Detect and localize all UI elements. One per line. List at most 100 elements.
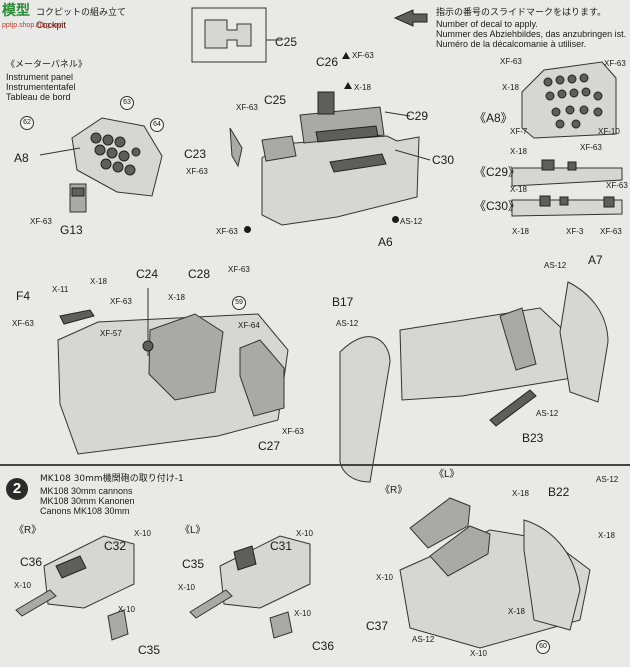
cannon-r-body <box>43 535 135 609</box>
part-a7 <box>559 281 609 403</box>
sublabel-c29: 《C29》 <box>474 165 521 179</box>
paint-x18-c30: X-18 <box>510 185 527 194</box>
cannon-l-body <box>219 535 311 609</box>
paint-x10-c35: X-10 <box>118 605 135 614</box>
c25-detail-frame <box>191 7 267 63</box>
cannon-l-barrel <box>189 589 233 619</box>
label-c36-l: C36 <box>312 639 335 653</box>
cannon-l-installed <box>429 525 491 577</box>
paint-x10-c31: X-10 <box>296 529 313 538</box>
label-c24: C24 <box>136 267 159 281</box>
paint-x18-b22: X-18 <box>512 489 529 498</box>
subfig-l-assembly: 《L》 <box>434 469 460 480</box>
c29-detail <box>511 167 623 187</box>
watermark-url: pptjp.shop.zdrg.com <box>2 22 66 29</box>
seat-c28 <box>148 313 224 401</box>
decal-64: 64 <box>150 118 164 132</box>
decal-legend-en: Number of decal to apply. <box>436 19 538 29</box>
part-c36-l <box>269 611 293 639</box>
paint-as12-a6: AS-12 <box>400 217 423 226</box>
cockpit-assembly-right <box>399 307 573 401</box>
label-f4: F4 <box>16 289 31 303</box>
paint-xf63-c27: XF-63 <box>282 427 304 436</box>
panel-title-de: Instrumententafel <box>6 82 76 92</box>
paint-marker-icon <box>344 82 352 89</box>
panel-b17 <box>339 336 391 483</box>
step-2-number: 2 <box>6 478 28 500</box>
paint-xf64: XF-64 <box>238 321 260 330</box>
paint-x10-assy: X-10 <box>376 573 393 582</box>
paint-xf63-lower: XF-63 <box>110 297 132 306</box>
paint-as12-b23: AS-12 <box>536 409 559 418</box>
paint-xf63-c30: XF-63 <box>606 181 628 190</box>
label-b23: B23 <box>522 431 544 445</box>
paint-xf63-c23: XF-63 <box>186 167 208 176</box>
decal-legend-de: Nummer des Abziehbildes, das anzubringen… <box>436 29 627 39</box>
label-b17: B17 <box>332 295 354 309</box>
paint-x18-c30b: X-18 <box>512 227 529 236</box>
decal-legend-fr: Numéro de la décalcomanie à utiliser. <box>436 39 587 49</box>
label-a7: A7 <box>588 253 603 267</box>
step1-header-jp: コクピットの組み立て <box>36 8 127 18</box>
label-c29: C29 <box>406 109 429 123</box>
step1-header-en: Cockpit <box>36 20 67 30</box>
label-c25: C25 <box>264 93 287 107</box>
part-c35-r <box>107 609 129 641</box>
panel-a8-dials <box>543 73 603 129</box>
decal-legend-jp: 指示の番号のスライドマークをはります。 <box>436 8 607 18</box>
part-b23 <box>489 389 537 427</box>
paint-as12-b22: AS-12 <box>596 475 619 484</box>
paint-as12-a7: AS-12 <box>544 261 567 270</box>
paint-x18-f4: X-18 <box>90 277 107 286</box>
decal-62: 62 <box>20 116 34 130</box>
subfig-r: 《R》 <box>14 525 42 536</box>
label-a6: A6 <box>378 235 393 249</box>
step2-title-en: MK108 30mm cannons <box>40 486 133 496</box>
paint-xf7-a8: XF-7 <box>510 127 528 136</box>
label-c31: C31 <box>270 539 293 553</box>
paint-marker-icon <box>342 52 350 59</box>
paint-xf63-f4: XF-63 <box>12 319 34 328</box>
label-c36-r: C36 <box>20 555 43 569</box>
label-b22: B22 <box>548 485 570 499</box>
panel-title-en: Instrument panel <box>6 72 74 82</box>
paint-xf63-c25: XF-63 <box>236 103 258 112</box>
part-c35-l <box>233 545 257 571</box>
paint-xf63-a8: XF-63 <box>500 57 522 66</box>
subfig-l: 《L》 <box>180 525 206 536</box>
panel-title-fr: Tableau de bord <box>6 92 71 102</box>
label-c37: C37 <box>366 619 389 633</box>
paint-x18-a8: X-18 <box>502 83 519 92</box>
step2-title-jp: MK108 30mm機関砲の取り付け-1 <box>40 474 184 484</box>
label-g13: G13 <box>60 223 83 237</box>
sublabel-a8: 《A8》 <box>474 111 513 125</box>
paint-x18-assy: X-18 <box>508 607 525 616</box>
label-c23: C23 <box>184 147 207 161</box>
decal-63: 63 <box>120 96 134 110</box>
paint-xf3-c30: XF-3 <box>566 227 584 236</box>
label-c35-r: C35 <box>138 643 161 657</box>
part-c26 <box>317 91 335 115</box>
c25-detail-part <box>204 19 252 49</box>
step2-title-fr: Canons MK108 30mm <box>40 506 130 516</box>
paint-as12-assy: AS-12 <box>412 635 435 644</box>
paint-xf63-g13: XF-63 <box>30 217 52 226</box>
paint-x11: X-11 <box>52 285 69 294</box>
watermark-logo: 模型 <box>2 3 30 19</box>
part-c36-r <box>55 555 87 579</box>
part-c25 <box>261 135 297 162</box>
paint-xf63-a8b: XF-63 <box>604 59 626 68</box>
paint-x10-c35l: X-10 <box>178 583 195 592</box>
label-c30: C30 <box>432 153 455 167</box>
paint-x18: X-18 <box>354 83 371 92</box>
paint-xf10-a8: XF-10 <box>598 127 620 136</box>
paint-marker-icon <box>244 226 251 233</box>
part-c27 <box>239 339 285 417</box>
paint-x10-c36: X-10 <box>14 581 31 590</box>
panel-title-jp: 《メーターパネル》 <box>6 60 87 70</box>
cannon-r-installed <box>409 497 471 549</box>
paint-xf57: XF-57 <box>100 329 122 338</box>
paint-x18-c29: X-18 <box>510 147 527 156</box>
label-c32: C32 <box>104 539 127 553</box>
